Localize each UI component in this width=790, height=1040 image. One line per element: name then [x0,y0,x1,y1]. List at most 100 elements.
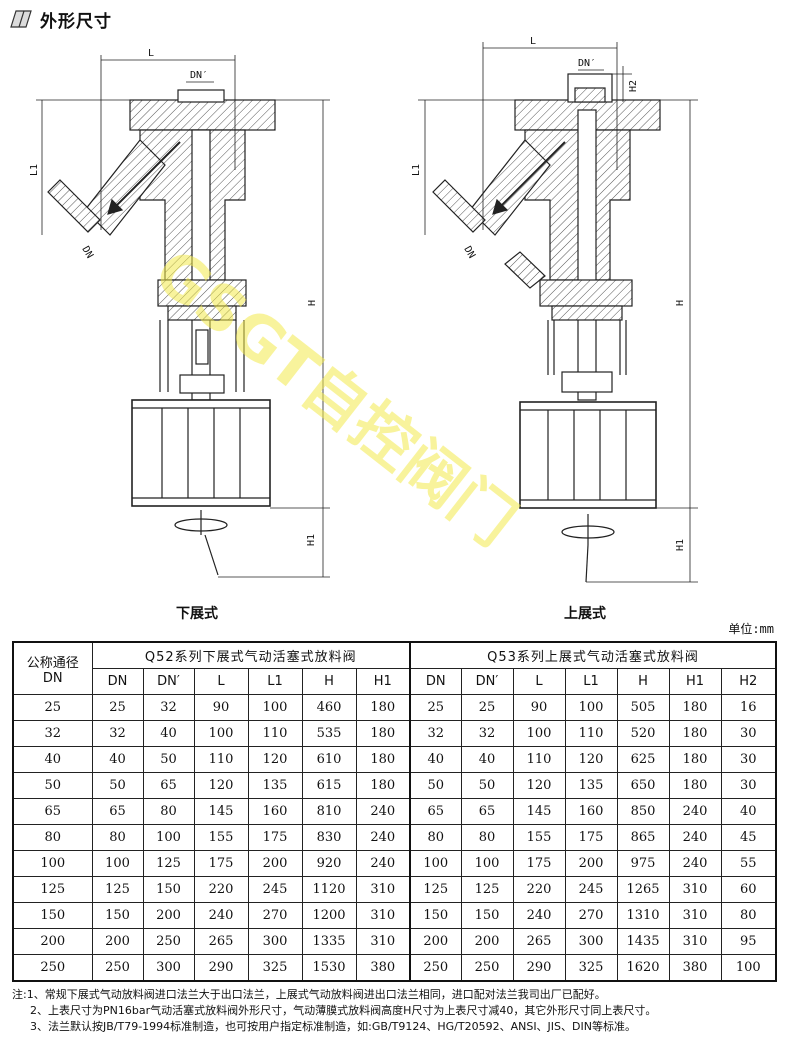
table-cell: 100 [142,824,195,851]
table-cell: 30 [720,772,777,799]
table-cell: 40 [91,746,144,773]
table-cell: 245 [247,876,303,903]
dim-DNp-left: DN′ [190,70,208,81]
table-cell: 50 [460,772,514,799]
column-header-right: H1 [668,668,722,695]
table-cell: 220 [512,876,566,903]
right-view-drawing [418,42,698,583]
table-cell: 240 [668,798,722,825]
table-cell: 145 [512,798,566,825]
table-cell: 16 [720,694,777,721]
section-title: 外形尺寸 [40,11,112,32]
table-cell: 25 [91,694,144,721]
table-cell: 300 [247,928,303,955]
table-cell: 30 [720,720,777,747]
column-header-right: H [616,668,670,695]
dim-H1-right: H1 [675,539,686,551]
table-cell: 135 [564,772,618,799]
table-cell: 200 [409,928,462,955]
table-cell: 32 [142,694,195,721]
group-header-q53: Q53系列上展式气动活塞式放料阀 [408,641,777,669]
table-cell: 625 [616,746,670,773]
table-cell: 240 [355,824,411,851]
table-cell: 90 [512,694,566,721]
table-cell: 160 [564,798,618,825]
column-header-right: H2 [720,668,777,695]
table-cell: 40 [460,746,514,773]
table-cell: 310 [355,902,411,929]
table-cell: 135 [247,772,303,799]
column-header-left: L [193,668,249,695]
table-cell: 1435 [616,928,670,955]
note-2: 2、上表尺寸为PN16bar气动活塞式放料阀外形尺寸，气动薄膜式放料阀高度H尺寸… [30,1004,657,1017]
table-cell: 125 [142,850,195,877]
table-cell: 180 [668,694,722,721]
table-cell: 80 [720,902,777,929]
row-dn-cell: 150 [12,902,93,929]
column-header-left: H [301,668,357,695]
column-header-right: L [512,668,566,695]
table-cell: 325 [247,954,303,982]
table-cell: 80 [91,824,144,851]
table-cell: 100 [720,954,777,982]
table-cell: 25 [409,694,462,721]
table-cell: 810 [301,798,357,825]
note-3: 3、法兰默认按JB/T79-1994标准制造，也可按用户指定标准制造，如:GB/… [30,1020,636,1033]
table-cell: 120 [193,772,249,799]
table-cell: 150 [142,876,195,903]
section-header: 外形尺寸 [10,6,112,32]
table-cell: 180 [668,772,722,799]
row-dn-cell: 100 [12,850,93,877]
unit-label: 单位:mm [728,622,774,636]
table-cell: 240 [355,850,411,877]
table-cell: 290 [193,954,249,982]
corner-header-top: 公称通径 [26,655,79,671]
table-cell: 40 [720,798,777,825]
table-cell: 180 [355,720,411,747]
table-cell: 100 [512,720,566,747]
notes: 注:1、常规下展式气动放料阀进口法兰大于出口法兰，上展式气动放料阀进出口法兰相同… [12,987,782,1035]
table-cell: 505 [616,694,670,721]
table-cell: 1200 [301,902,357,929]
row-dn-cell: 32 [12,720,93,747]
row-dn-cell: 25 [12,694,93,721]
column-header-right: L1 [564,668,618,695]
table-cell: 1120 [301,876,357,903]
table-cell: 250 [142,928,195,955]
table-cell: 30 [720,746,777,773]
table-cell: 80 [460,824,514,851]
table-cell: 1530 [301,954,357,982]
dim-DN-right: DN [461,245,477,261]
table-cell: 50 [142,746,195,773]
dim-H-right: H [675,300,686,306]
dim-L-left: L [148,48,154,59]
table-cell: 200 [564,850,618,877]
table-cell: 160 [247,798,303,825]
table-cell: 325 [564,954,618,982]
note-1: 注:1、常规下展式气动放料阀进口法兰大于出口法兰，上展式气动放料阀进出口法兰相同… [12,988,606,1001]
table-cell: 110 [564,720,618,747]
group-header-q52: Q52系列下展式气动活塞式放料阀 [91,641,411,669]
row-dn-cell: 65 [12,798,93,825]
table-cell: 200 [142,902,195,929]
corner-header-bottom: DN [42,670,63,686]
table-cell: 240 [668,850,722,877]
table-cell: 55 [720,850,777,877]
section-marker-icon [10,10,32,28]
table-cell: 120 [564,746,618,773]
left-view-drawing [36,55,330,578]
caption-bottom-type: 下展式 [176,606,218,622]
dim-H-left: H [307,300,318,306]
table-cell: 520 [616,720,670,747]
table-cell: 100 [460,850,514,877]
table-cell: 65 [409,798,462,825]
table-cell: 100 [91,850,144,877]
valve-drawing: L DN′ L1 H H1 DN [29,36,698,583]
table-cell: 460 [301,694,357,721]
table-cell: 300 [564,928,618,955]
column-header-left: L1 [247,668,303,695]
left-dimension-labels: L DN′ L1 H H1 DN [29,48,318,546]
